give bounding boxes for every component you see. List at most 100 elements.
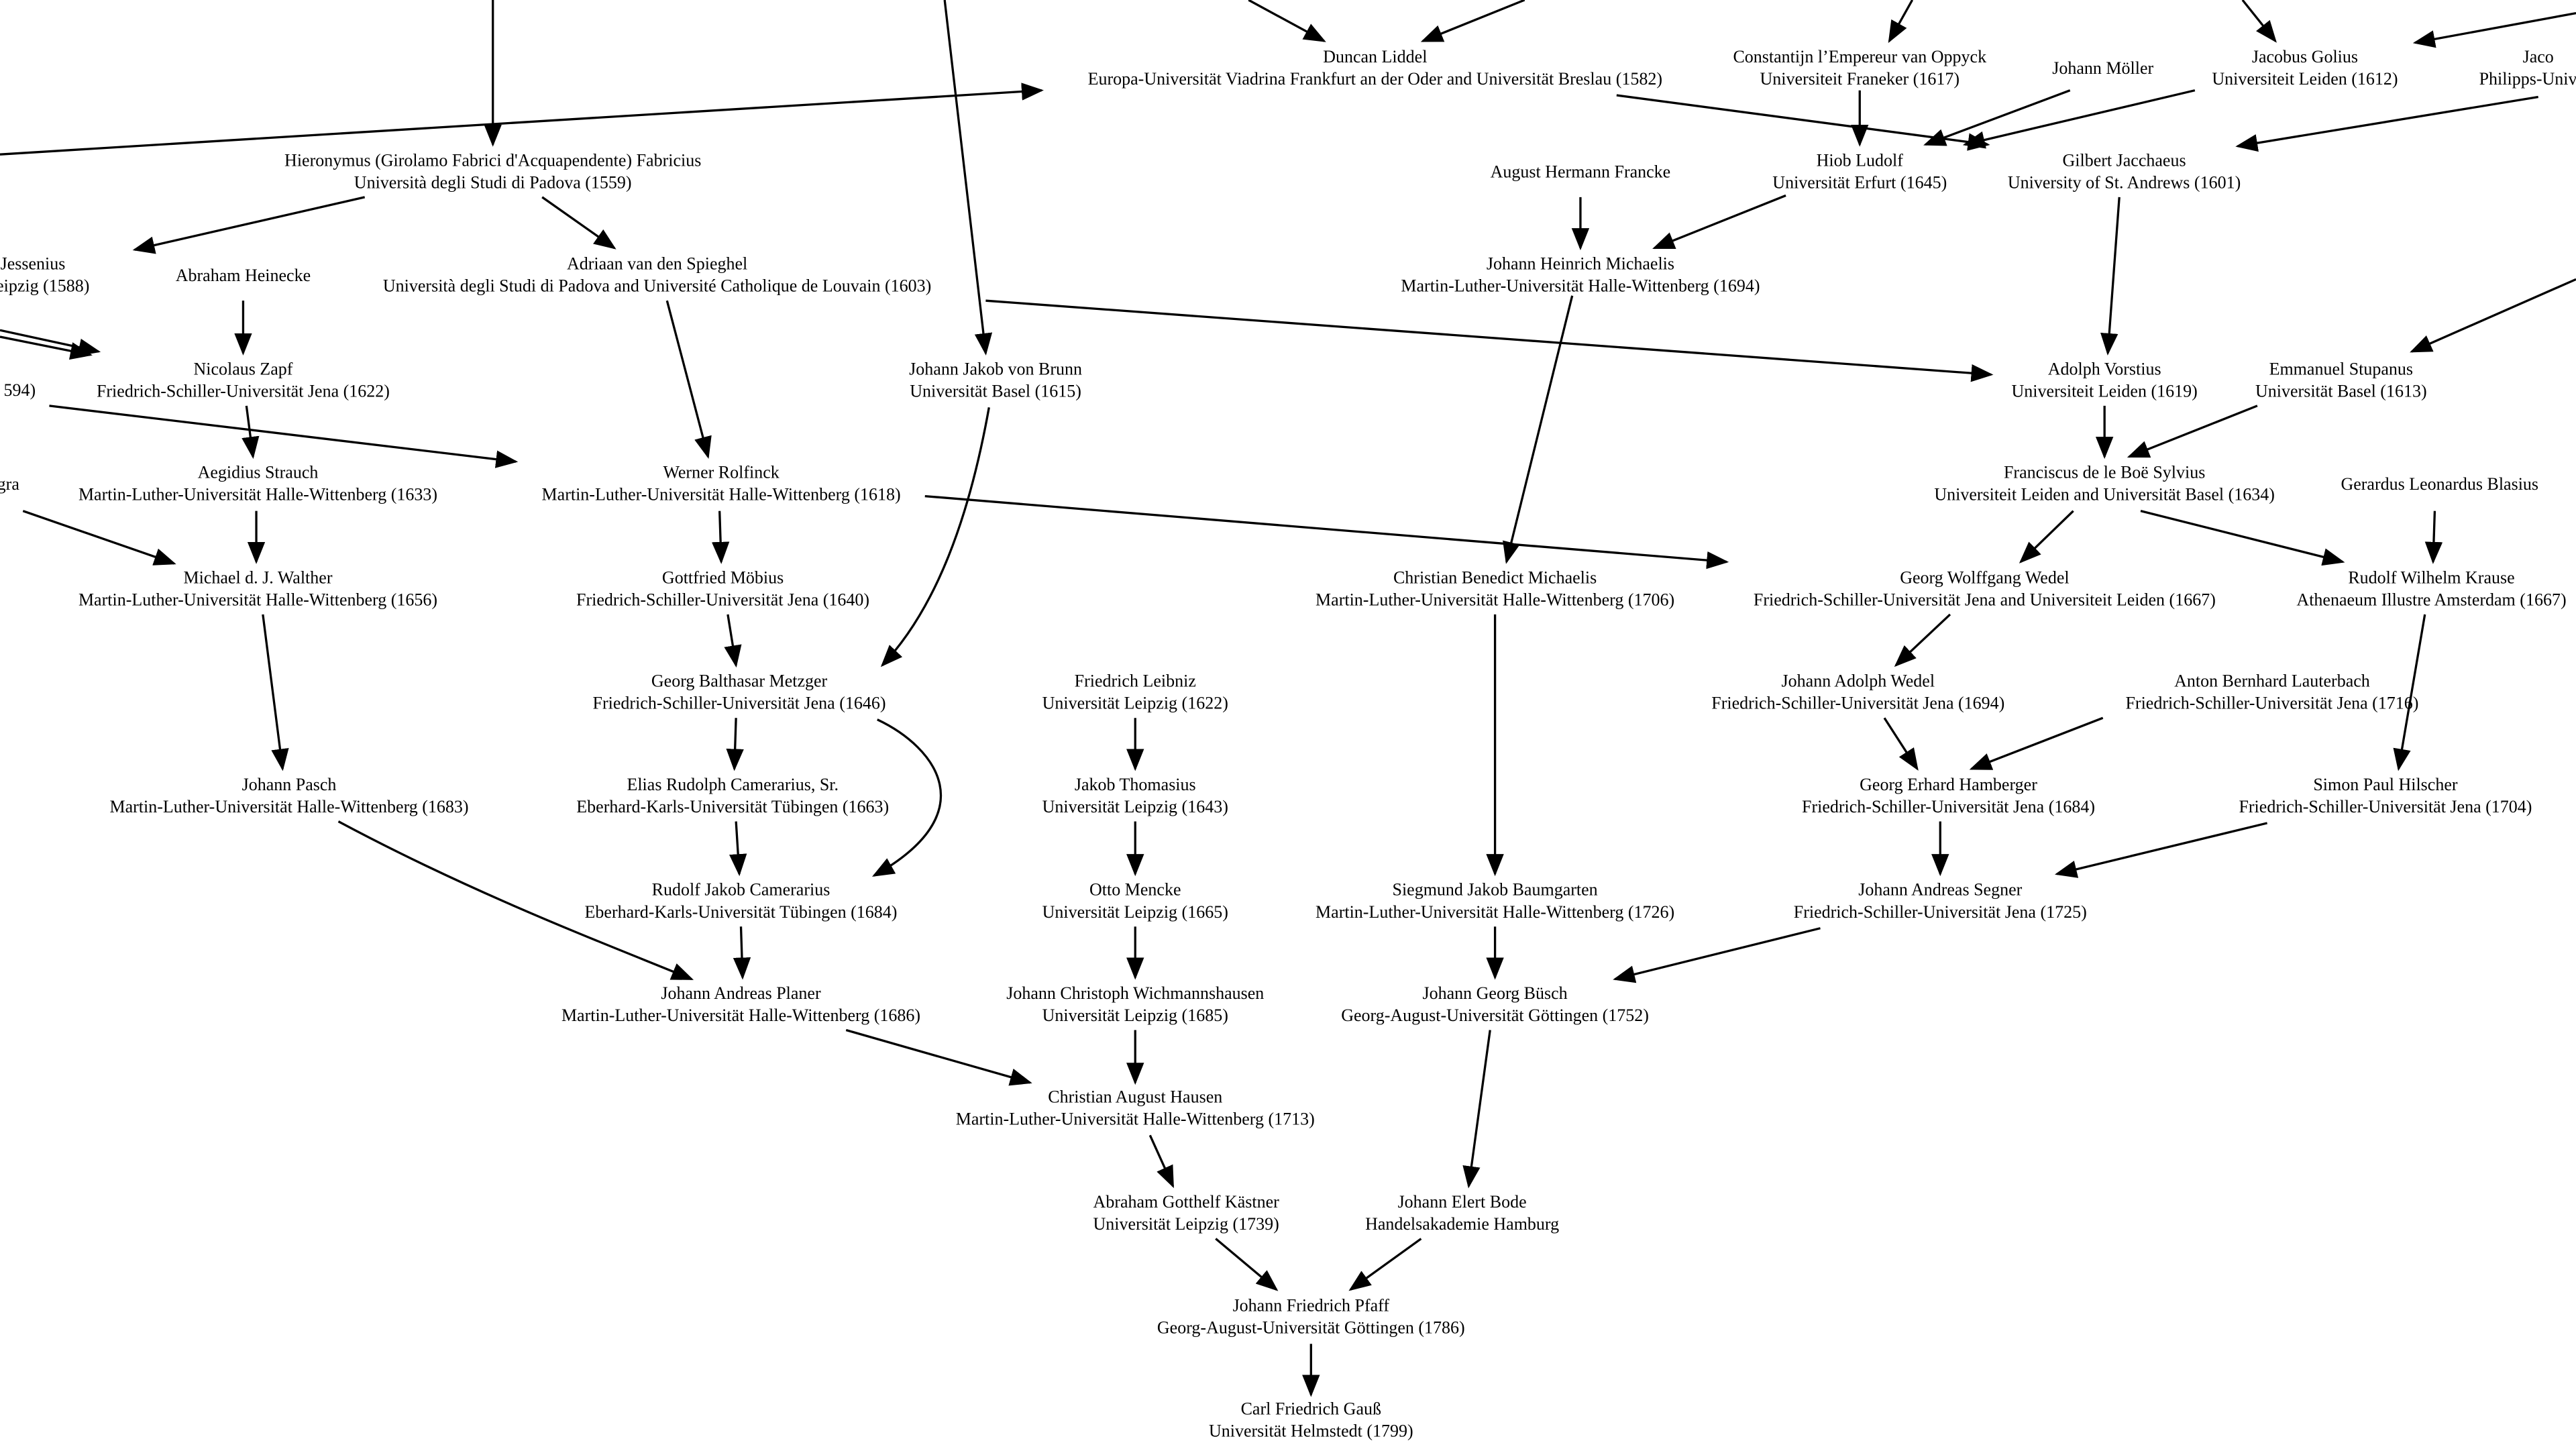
person-name: Gilbert Jacchaeus — [2063, 150, 2186, 170]
person-institution: Martin-Luther-Universität Halle-Wittenbe… — [109, 797, 468, 816]
person-name: gra — [0, 474, 19, 494]
person-institution: Friedrich-Schiller-Universität Jena (168… — [1802, 797, 2095, 816]
person-name: Simon Paul Hilscher — [2313, 775, 2458, 794]
person-institution: Università degli Studi di Padova (1559) — [354, 172, 632, 192]
person-node-metzger[interactable]: Georg Balthasar MetzgerFriedrich-Schille… — [593, 672, 886, 713]
advisor-edge — [22, 510, 176, 566]
person-name: Rudolf Wilhelm Krause — [2348, 568, 2514, 587]
person-name: Michael d. J. Walther — [184, 568, 333, 587]
person-node-hamberger[interactable]: Georg Erhard HambergerFriedrich-Schiller… — [1802, 775, 2095, 816]
advisor-edge — [262, 614, 289, 771]
person-node-busch[interactable]: Johann Georg BüschGeorg-August-Universit… — [1341, 983, 1649, 1025]
person-node-ja-wedel[interactable]: Johann Adolph WedelFriedrich-Schiller-Un… — [1711, 672, 2004, 713]
advisor-edge — [1652, 194, 1786, 250]
person-node-cb-michaelis[interactable]: Christian Benedict MichaelisMartin-Luthe… — [1316, 568, 1674, 609]
person-institution: Universität Erfurt (1645) — [1772, 172, 1947, 192]
person-name: Johann Andreas Planer — [661, 983, 821, 1003]
person-node-jessenius[interactable]: Jesseniust Leipzig (1588) — [0, 254, 89, 296]
person-name: Constantijn l’Empereur van Oppyck — [1733, 47, 1986, 66]
person-node-lauterbach[interactable]: Anton Bernhard LauterbachFriedrich-Schil… — [2125, 672, 2418, 713]
person-institution: Universität Leipzig (1622) — [1042, 694, 1228, 713]
person-name: Abraham Gotthelf Kästner — [1093, 1192, 1280, 1212]
person-node-sylvius[interactable]: Franciscus de le Boë SylviusUniversiteit… — [1934, 463, 2275, 504]
person-node-gw-wedel[interactable]: Georg Wolffgang WedelFriedrich-Schiller-… — [1754, 568, 2216, 609]
person-node-rj-camerarius[interactable]: Rudolf Jakob CamerariusEberhard-Karls-Un… — [585, 880, 898, 922]
person-institution: Martin-Luther-Universität Halle-Wittenbe… — [78, 590, 437, 609]
person-node-left-1594[interactable]: 594) — [4, 380, 36, 400]
person-name: Aegidius Strauch — [198, 463, 319, 482]
person-node-mobius[interactable]: Gottfried MöbiusFriedrich-Schiller-Unive… — [576, 568, 869, 609]
person-name: Gerardus Leonardus Blasius — [2341, 474, 2538, 494]
person-node-pfaff[interactable]: Johann Friedrich PfaffGeorg-August-Unive… — [1157, 1295, 1465, 1337]
advisor-edge — [1894, 613, 1951, 667]
person-node-aegidius-strauch[interactable]: Aegidius StrauchMartin-Luther-Universitä… — [78, 463, 437, 504]
person-node-abraham-heinecke[interactable]: Abraham Heinecke — [176, 266, 311, 285]
person-node-jh-michaelis[interactable]: Johann Heinrich MichaelisMartin-Luther-U… — [1401, 254, 1760, 296]
person-node-august-francke[interactable]: August Hermann Francke — [1491, 162, 1671, 181]
person-node-segner[interactable]: Johann Andreas SegnerFriedrich-Schiller-… — [1794, 880, 2087, 922]
person-node-constantijn[interactable]: Constantijn l’Empereur van OppyckUnivers… — [1733, 47, 1986, 89]
person-institution: Universität Leipzig (1665) — [1042, 902, 1228, 922]
person-name: Otto Mencke — [1089, 880, 1181, 900]
person-name: Johann Pasch — [242, 775, 337, 794]
advisor-edge — [943, 0, 993, 356]
person-node-left-gra[interactable]: gra — [0, 474, 19, 494]
person-node-hausen[interactable]: Christian August HausenMartin-Luther-Uni… — [956, 1087, 1315, 1128]
person-node-planer[interactable]: Johann Andreas PlanerMartin-Luther-Unive… — [561, 983, 920, 1025]
person-name: Johann Georg Büsch — [1423, 983, 1568, 1003]
person-institution: Eberhard-Karls-Universität Tübingen (168… — [585, 902, 898, 922]
advisor-edge — [132, 196, 366, 254]
person-institution: Friedrich-Schiller-Universität Jena (164… — [593, 694, 886, 713]
person-institution: Universität Leipzig (1739) — [1093, 1214, 1279, 1234]
person-name: Abraham Heinecke — [176, 266, 311, 285]
advisor-edge — [2127, 405, 2258, 458]
advisor-edge — [2140, 510, 2345, 566]
person-node-baumgarten[interactable]: Siegmund Jakob BaumgartenMartin-Luther-U… — [1316, 880, 1674, 922]
person-name: Hiob Ludolf — [1817, 150, 1904, 170]
person-institution: t Leipzig (1588) — [0, 276, 89, 296]
person-institution: Friedrich-Schiller-Universität Jena and … — [1754, 590, 2216, 609]
person-node-walther[interactable]: Michael d. J. WaltherMartin-Luther-Unive… — [78, 568, 437, 609]
person-node-wichmannshausen[interactable]: Johann Christoph WichmannshausenUniversi… — [1006, 983, 1264, 1025]
person-institution: Friedrich-Schiller-Universität Jena (171… — [2125, 694, 2418, 713]
person-institution: Philipps-Univers — [2479, 69, 2576, 89]
person-node-blasius[interactable]: Gerardus Leonardus Blasius — [2341, 474, 2538, 494]
person-node-hilscher[interactable]: Simon Paul HilscherFriedrich-Schiller-Un… — [2239, 775, 2532, 816]
person-name: Gottfried Möbius — [662, 568, 784, 587]
person-name: Johann Jakob von Brunn — [909, 359, 1082, 378]
advisor-edge — [665, 300, 712, 460]
advisor-edge — [1969, 716, 2104, 770]
person-institution: Universität Helmstedt (1799) — [1209, 1421, 1413, 1441]
person-name: Carl Friedrich Gauß — [1241, 1399, 1381, 1419]
advisor-edge — [2054, 822, 2268, 878]
person-node-er-camerarius[interactable]: Elias Rudolph Camerarius, Sr.Eberhard-Ka… — [576, 775, 889, 816]
advisor-edge — [1215, 1238, 1279, 1291]
person-institution: Universität Leipzig (1685) — [1042, 1006, 1228, 1025]
person-node-fabricius[interactable]: Hieronymus (Girolamo Fabrici d'Acquapend… — [284, 150, 701, 192]
person-node-nicolaus-zapf[interactable]: Nicolaus ZapfFriedrich-Schiller-Universi… — [97, 359, 390, 400]
person-name: Siegmund Jakob Baumgarten — [1392, 880, 1597, 900]
person-node-werner-rolfinck[interactable]: Werner RolfinckMartin-Luther-Universität… — [542, 463, 901, 504]
person-node-johann-moller[interactable]: Johann Möller — [2052, 58, 2153, 78]
person-name: Georg Wolffgang Wedel — [1900, 568, 2069, 587]
advisor-edge — [1248, 0, 1326, 42]
advisor-edge — [1888, 0, 1914, 44]
